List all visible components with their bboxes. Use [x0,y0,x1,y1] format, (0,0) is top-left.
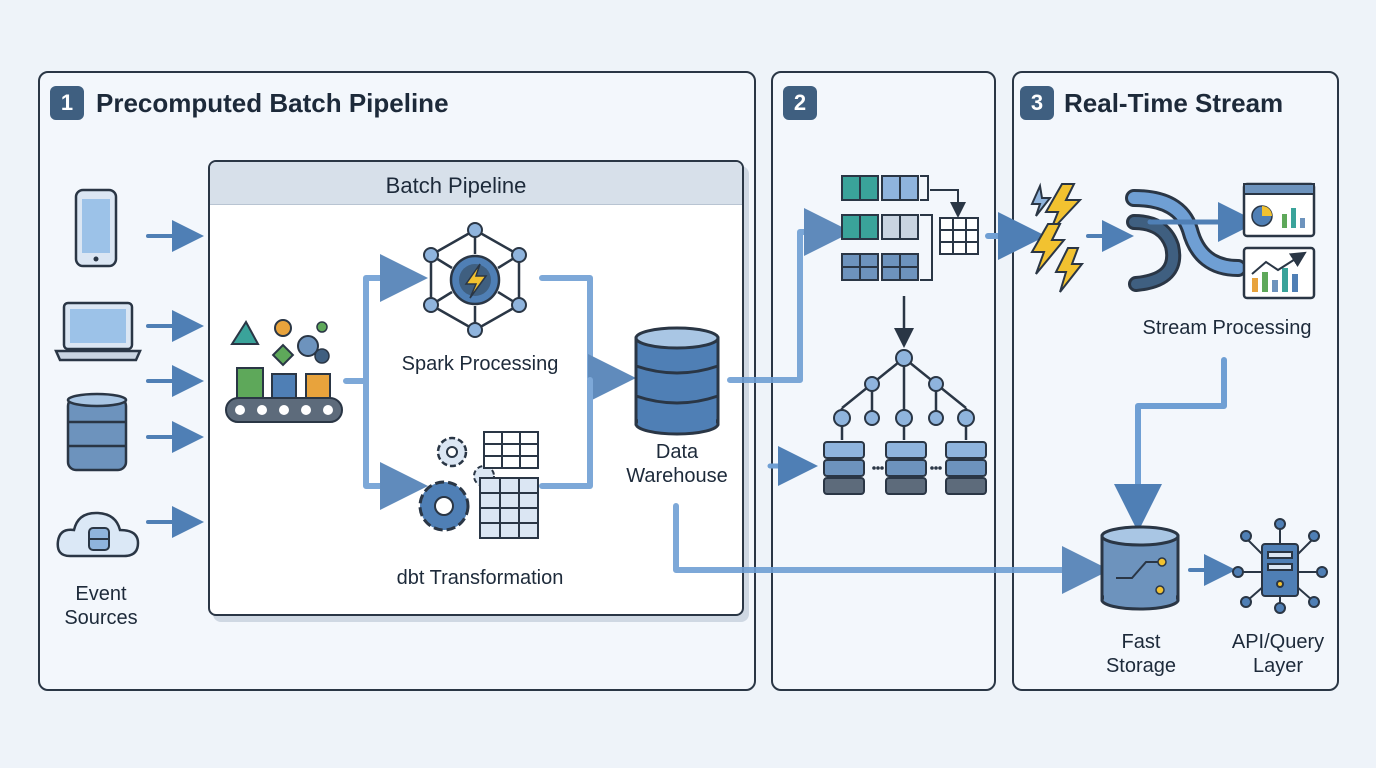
middle-panel [771,71,996,691]
fast-storage-label: Fast Storage [1105,631,1177,677]
dashboard-pie-icon [1242,182,1316,238]
spark-processing-label: Spark Processing [401,353,559,375]
data-warehouse-label: Data Warehouse [626,441,728,487]
batch-pipeline-header [210,162,742,205]
data-warehouse-icon [634,326,720,436]
source-arrows [146,220,204,538]
dbt-table-icon [479,431,539,539]
batch-pipeline-title: Batch Pipeline [385,173,527,198]
node-tree-nodes [833,349,975,427]
api-query-layer-label: API/Query Layer [1231,631,1325,677]
panel-1-title: Precomputed Batch Pipeline [96,88,449,118]
server-ellipsis [872,466,942,470]
panel-2-badge: 2 [783,86,817,120]
fast-storage-icon [1100,525,1180,611]
panel-3-badge: 3 [1020,86,1054,120]
stream-processing-label: Stream Processing [1142,317,1312,339]
lightning-icon [1030,182,1085,293]
panel-3-title: Real-Time Stream [1064,88,1284,118]
warehouse-out-arrows [673,208,1110,594]
stream-processing-icon [1125,189,1258,292]
dbt-transformation-label: dbt Transformation [396,567,564,589]
laptop-icon [54,301,142,362]
spark-network-icon [423,222,527,338]
tables-grid-icon [841,175,979,281]
api-hub-icon [1232,518,1328,614]
database-icon [66,392,128,472]
ingestion-conveyor-icon [225,319,343,423]
batch-flow-arrows [343,254,636,510]
stream-to-storage-arrow [1114,357,1227,532]
phone-icon [74,188,118,268]
panel-1-badge: 1 [50,86,84,120]
event-sources-label: Event Sources [64,583,138,629]
cloud-icon [56,511,140,558]
dashboard-line-chart-icon [1242,246,1316,300]
server-stacks-icon [823,441,987,495]
node-tree-icon [840,357,968,440]
